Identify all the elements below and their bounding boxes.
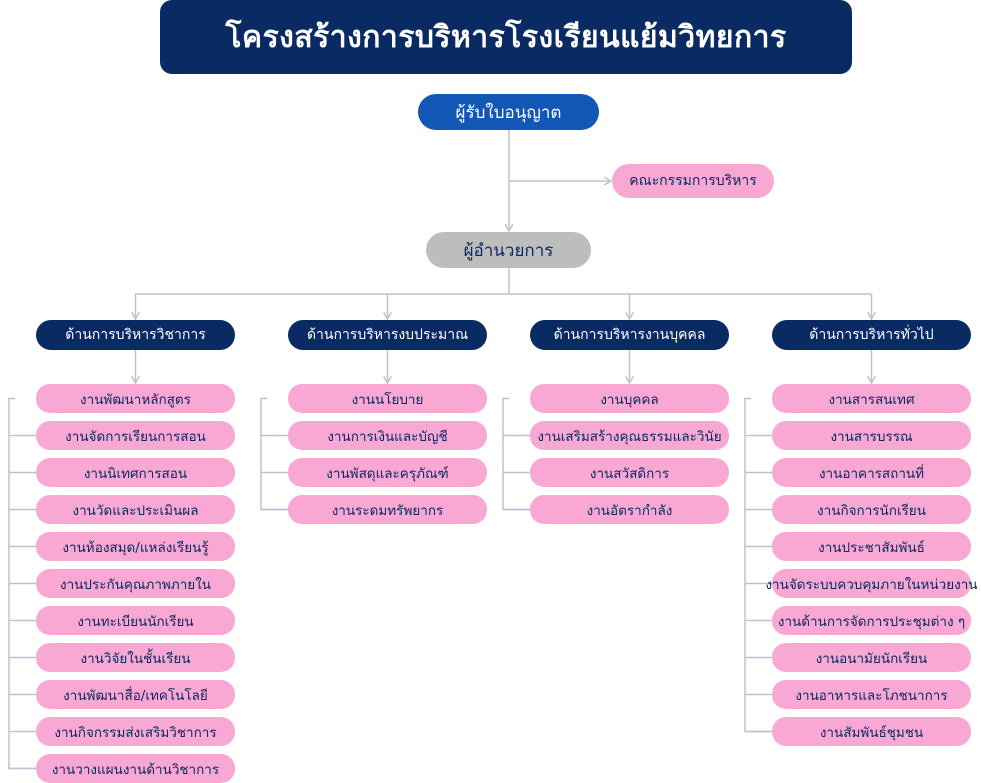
task-item: งานระดมทรัพยากร [288, 495, 487, 524]
page-title: โครงสร้างการบริหารโรงเรียนแย้มวิทยการ [160, 0, 852, 74]
task-item: งานจัดการเรียนการสอน [36, 421, 235, 450]
task-item: งานพัสดุและครุภัณฑ์ [288, 458, 487, 487]
department-personnel: ด้านการบริหารงานบุคคล [530, 320, 729, 350]
director-node: ผู้อำนวยการ [426, 232, 591, 268]
task-item: งานสัมพันธ์ชุมชน [772, 717, 971, 746]
task-item: งานเสริมสร้างคุณธรรมและวินัย [530, 421, 729, 450]
licensee-node: ผู้รับใบอนุญาต [418, 94, 599, 130]
task-item: งานประชาสัมพันธ์ [772, 532, 971, 561]
task-item: งานอาหารและโภชนาการ [772, 680, 971, 709]
task-item: งานอัตรากำลัง [530, 495, 729, 524]
task-item: งานนิเทศการสอน [36, 458, 235, 487]
department-general: ด้านการบริหารทั่วไป [772, 320, 971, 350]
task-item: งานกิจการนักเรียน [772, 495, 971, 524]
task-item: งานวัดและประเมินผล [36, 495, 235, 524]
committee-node: คณะกรรมการบริหาร [612, 164, 774, 198]
department-budget: ด้านการบริหารงบประมาณ [288, 320, 487, 350]
task-item: งานพัฒนาหลักสูตร [36, 384, 235, 413]
task-item: งานสารบรรณ [772, 421, 971, 450]
task-item: งานสวัสดิการ [530, 458, 729, 487]
task-item: งานบุคคล [530, 384, 729, 413]
task-item: งานประกันคุณภาพภายใน [36, 569, 235, 598]
task-item: งานจัดระบบควบคุมภายในหน่วยงาน [765, 569, 978, 598]
task-item: งานอาคารสถานที่ [772, 458, 971, 487]
task-item: งานวางแผนงานด้านวิชาการ [36, 754, 235, 783]
task-item: งานทะเบียนนักเรียน [36, 606, 235, 635]
task-item: งานนโยบาย [288, 384, 487, 413]
task-item: งานวิจัยในชั้นเรียน [36, 643, 235, 672]
task-item: งานกิจกรรมส่งเสริมวิชาการ [36, 717, 235, 746]
task-item: งานอนามัยนักเรียน [772, 643, 971, 672]
task-item: งานสารสนเทศ [772, 384, 971, 413]
task-item: งานการเงินและบัญชี [288, 421, 487, 450]
task-item: งานด้านการจัดการประชุมต่าง ๆ [772, 606, 971, 635]
task-item: งานห้องสมุด/แหล่งเรียนรู้ [36, 532, 235, 561]
department-academic: ด้านการบริหารวิชาการ [36, 320, 235, 350]
task-item: งานพัฒนาสื่อ/เทคโนโลยี [36, 680, 235, 709]
